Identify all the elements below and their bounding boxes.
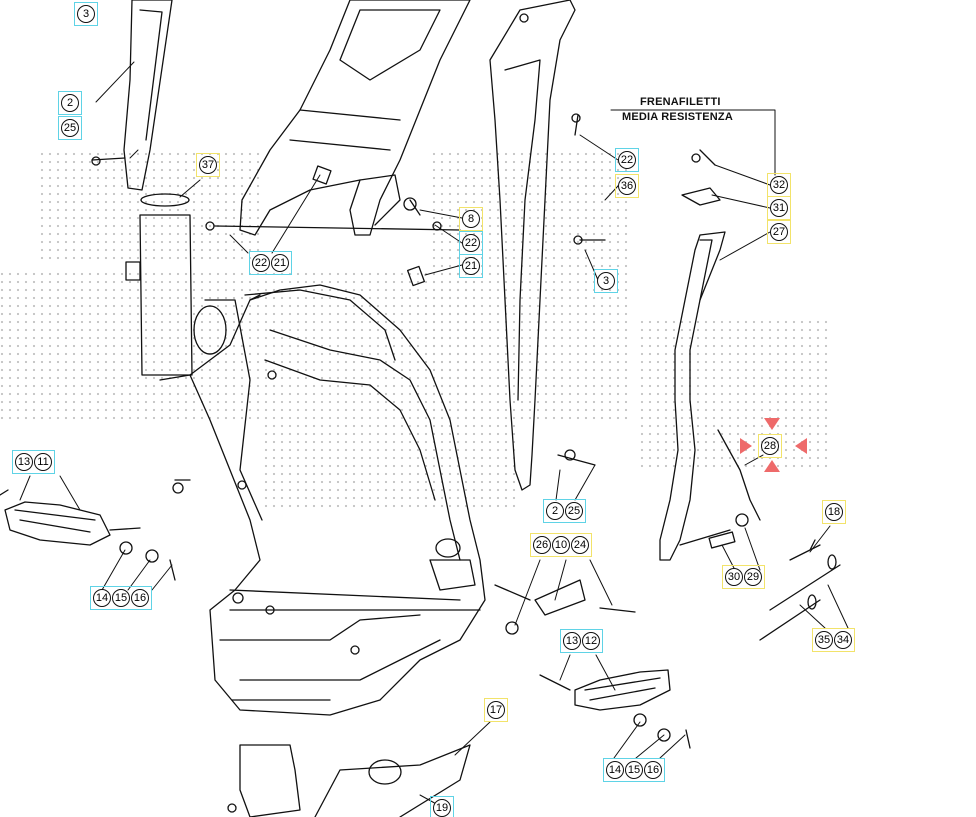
- part-number-22: 22: [252, 254, 270, 272]
- callout-28[interactable]: 28: [758, 434, 782, 458]
- springs: [759, 539, 841, 641]
- part-number-24: 24: [571, 536, 589, 554]
- part-number-22: 22: [618, 151, 636, 169]
- callout-31[interactable]: 31: [767, 196, 791, 220]
- part-number-10: 10: [552, 536, 570, 554]
- front-bracket: [91, 0, 173, 191]
- callout-3-top[interactable]: 3: [74, 2, 98, 26]
- part-number-29: 29: [744, 568, 762, 586]
- part-number-15: 15: [625, 761, 643, 779]
- right-footpeg: [539, 669, 691, 749]
- callout-18[interactable]: 18: [822, 500, 846, 524]
- callout-3-mid[interactable]: 3: [594, 269, 618, 293]
- chain-slider: [494, 579, 636, 635]
- part-number-3: 3: [77, 5, 95, 23]
- part-number-31: 31: [770, 199, 788, 217]
- marker-arrow-top: [764, 418, 780, 430]
- part-number-37: 37: [199, 156, 217, 174]
- part-number-22: 22: [462, 234, 480, 252]
- part-number-2: 2: [546, 502, 564, 520]
- part-number-13: 13: [15, 453, 33, 471]
- part-number-15: 15: [112, 589, 130, 607]
- part-number-28: 28: [761, 437, 779, 455]
- part-number-14: 14: [606, 761, 624, 779]
- callout-22-c[interactable]: 22: [615, 148, 639, 172]
- callout-19[interactable]: 19: [430, 796, 454, 817]
- part-number-14: 14: [93, 589, 111, 607]
- part-number-26: 26: [533, 536, 551, 554]
- callout-37[interactable]: 37: [196, 153, 220, 177]
- part-number-11: 11: [34, 453, 52, 471]
- part-number-13: 13: [563, 632, 581, 650]
- part-number-34: 34: [834, 631, 852, 649]
- callout-21-b[interactable]: 21: [459, 254, 483, 278]
- part-number-3: 3: [597, 272, 615, 290]
- marker-arrow-bottom: [764, 460, 780, 472]
- part-number-18: 18: [825, 503, 843, 521]
- left-footpeg: [0, 489, 176, 581]
- lower-brackets: [227, 744, 471, 817]
- part-number-16: 16: [644, 761, 662, 779]
- callout-36[interactable]: 36: [615, 174, 639, 198]
- right-rail: [489, 0, 606, 491]
- part-number-27: 27: [770, 223, 788, 241]
- threadlock-note-line2: MEDIA RESISTENZA: [622, 111, 733, 123]
- part-number-21: 21: [271, 254, 289, 272]
- part-number-36: 36: [618, 177, 636, 195]
- part-number-32: 32: [770, 176, 788, 194]
- side-stand: [659, 149, 761, 561]
- marker-arrow-right: [795, 438, 807, 454]
- callout-25-top[interactable]: 25: [58, 116, 82, 140]
- callout-17[interactable]: 17: [484, 698, 508, 722]
- part-number-35: 35: [815, 631, 833, 649]
- part-number-12: 12: [582, 632, 600, 650]
- callout-32[interactable]: 32: [767, 173, 791, 197]
- part-number-19: 19: [433, 799, 451, 817]
- main-frame: [159, 284, 486, 716]
- part-number-25: 25: [61, 119, 79, 137]
- watermark-dots: [0, 150, 830, 510]
- callout-27[interactable]: 27: [767, 220, 791, 244]
- part-number-16: 16: [131, 589, 149, 607]
- part-number-30: 30: [725, 568, 743, 586]
- callout-2-top[interactable]: 2: [58, 91, 82, 115]
- part-number-8: 8: [462, 210, 480, 228]
- part-number-21: 21: [462, 257, 480, 275]
- part-number-25: 25: [565, 502, 583, 520]
- exhaust-can: [125, 193, 193, 376]
- part-number-17: 17: [487, 701, 505, 719]
- callout-22-b[interactable]: 22: [459, 231, 483, 255]
- callout-8[interactable]: 8: [459, 207, 483, 231]
- marker-arrow-left: [740, 438, 752, 454]
- part-number-2: 2: [61, 94, 79, 112]
- threadlock-note-line1: FRENAFILETTI: [640, 96, 721, 108]
- rear-subframe: [205, 0, 471, 287]
